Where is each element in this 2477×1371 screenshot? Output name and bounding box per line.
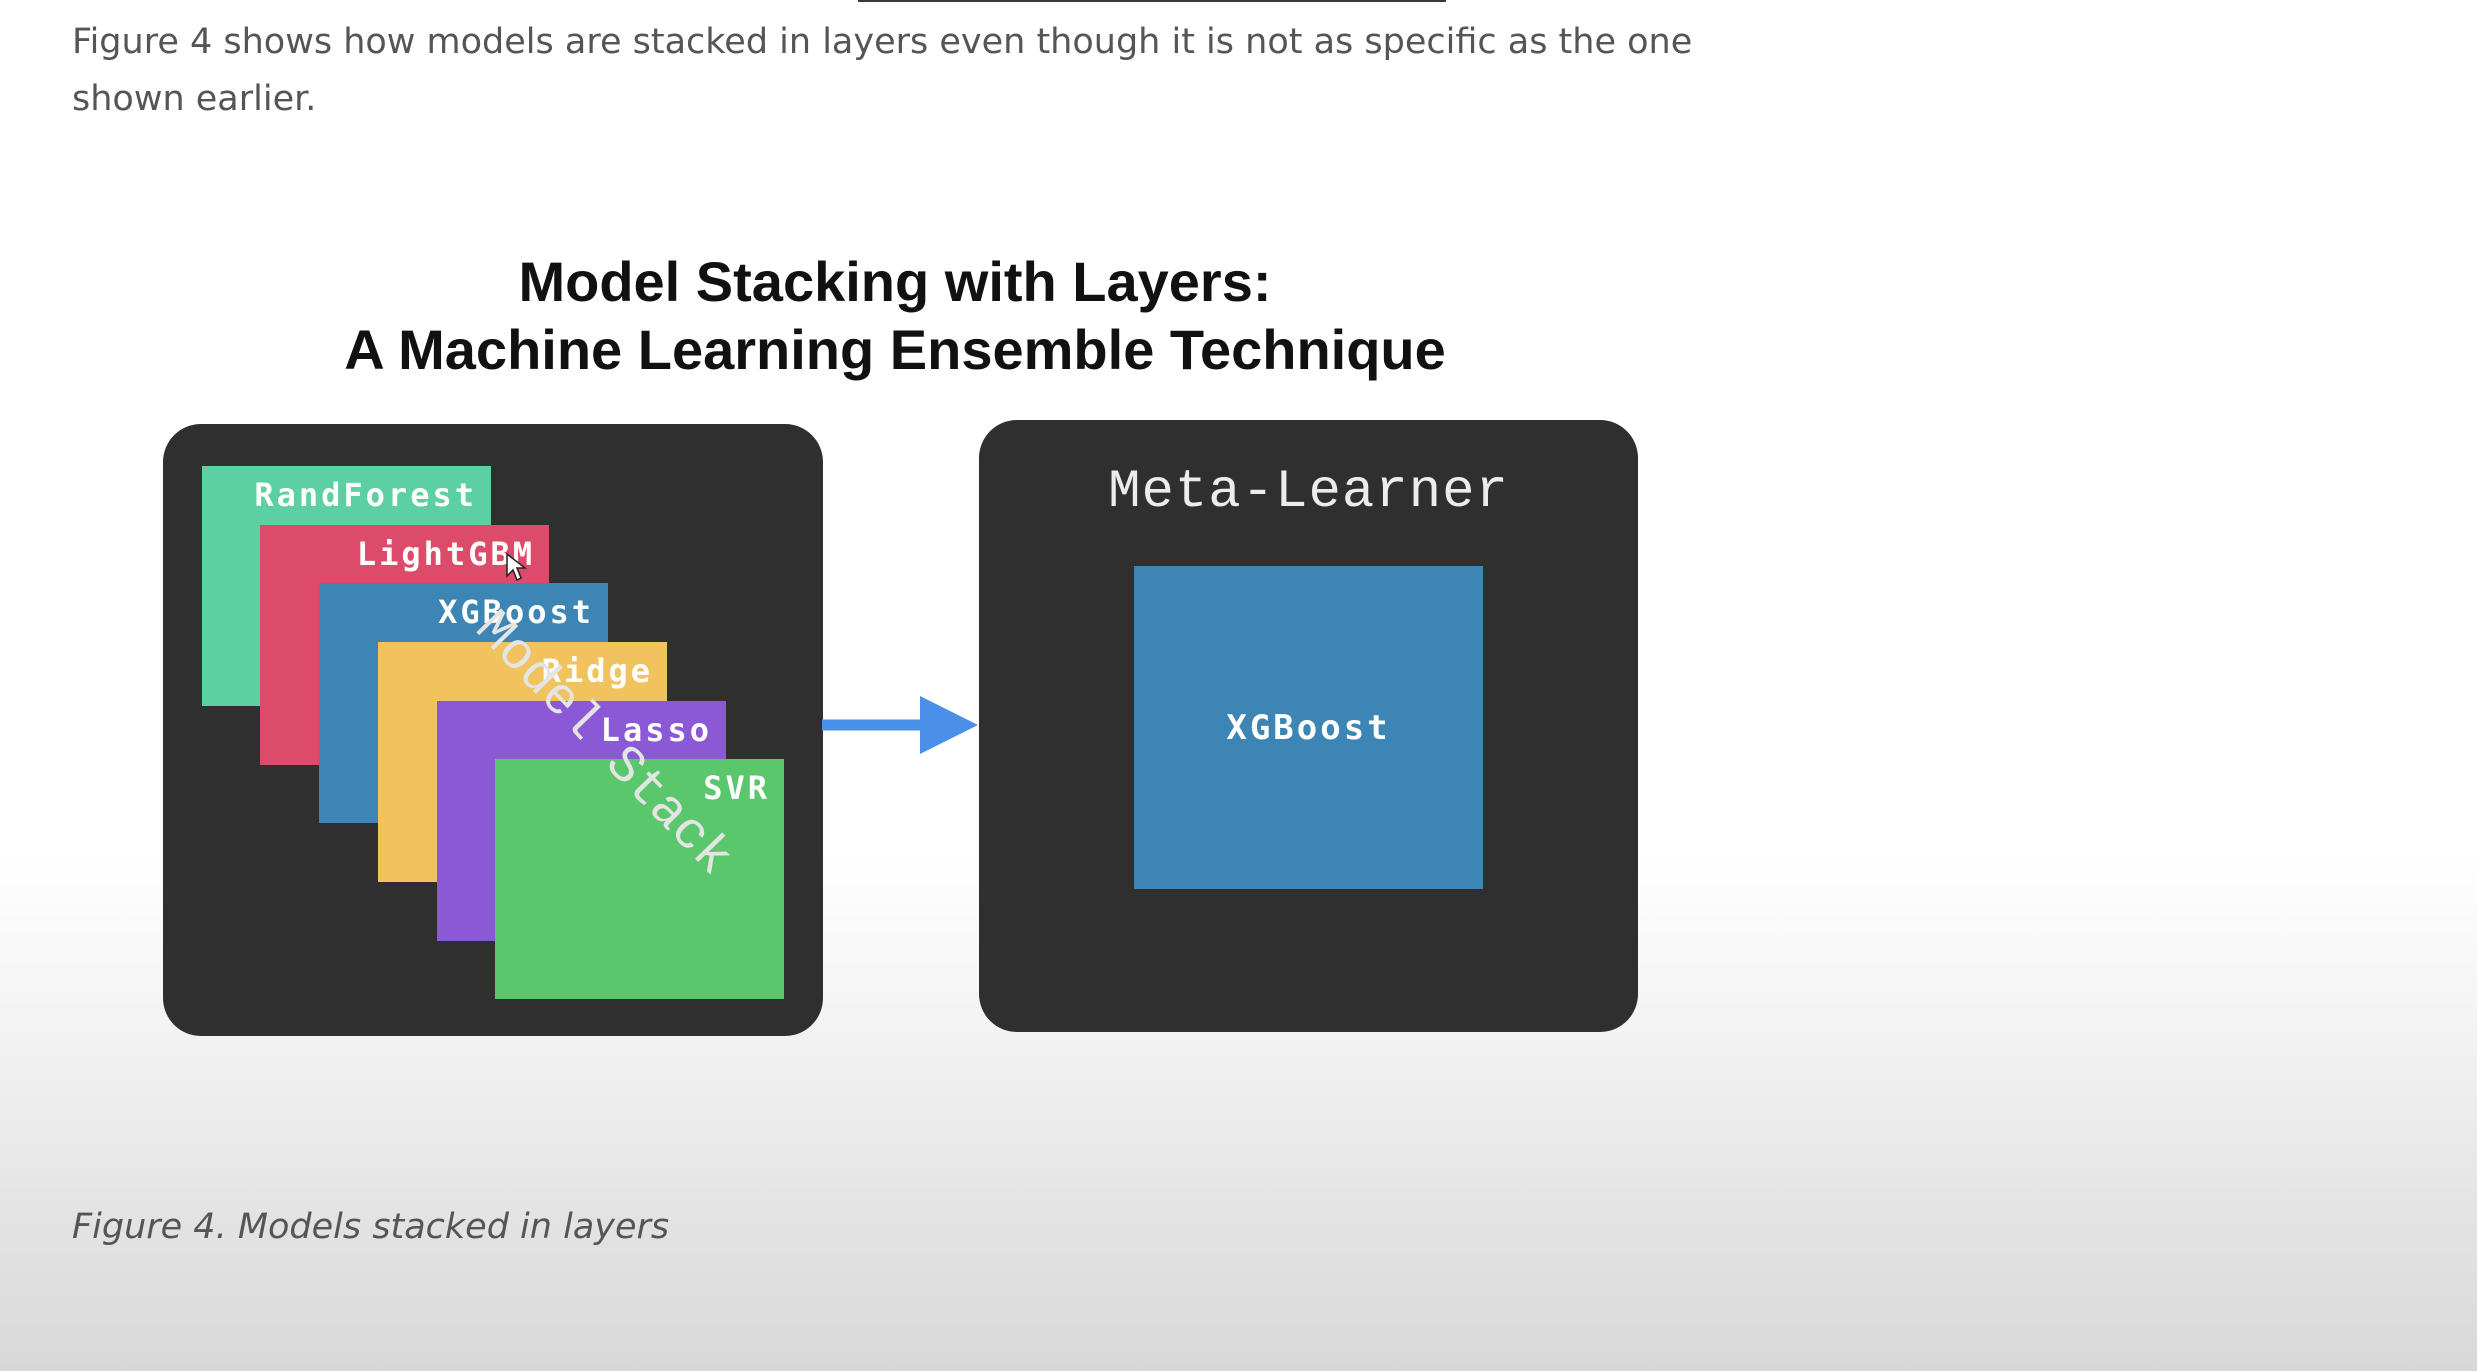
meta-learner-panel: Meta-Learner XGBoost [979, 420, 1638, 1032]
diagram-title: Model Stacking with Layers: A Machine Le… [160, 248, 1630, 384]
model-stack-panel: RandForest LightGBM XGBoost Ridge Lasso … [163, 424, 823, 1036]
top-divider [858, 0, 1446, 2]
mouse-cursor-icon [506, 552, 527, 582]
layer-label-lasso: Lasso [600, 711, 712, 749]
meta-learner-model-box: XGBoost [1134, 566, 1483, 889]
layer-label-svr: SVR [703, 769, 770, 807]
intro-paragraph: Figure 4 shows how models are stacked in… [72, 22, 1693, 119]
diagram-title-line-2: A Machine Learning Ensemble Technique [344, 318, 1446, 381]
meta-learner-model-label: XGBoost [1226, 707, 1391, 748]
layer-label-lightgbm: LightGBM [356, 535, 535, 573]
diagram-title-line-1: Model Stacking with Layers: [518, 250, 1272, 313]
layer-svr: SVR [495, 759, 784, 999]
layer-label-xgboost: XGBoost [438, 593, 594, 631]
arrow-icon [822, 696, 978, 754]
meta-learner-title: Meta-Learner [1108, 462, 1509, 523]
figure-caption: Figure 4. Models stacked in layers [72, 1207, 670, 1247]
layer-label-ridge: Ridge [541, 652, 653, 690]
layer-label-randforest: RandForest [254, 476, 477, 514]
